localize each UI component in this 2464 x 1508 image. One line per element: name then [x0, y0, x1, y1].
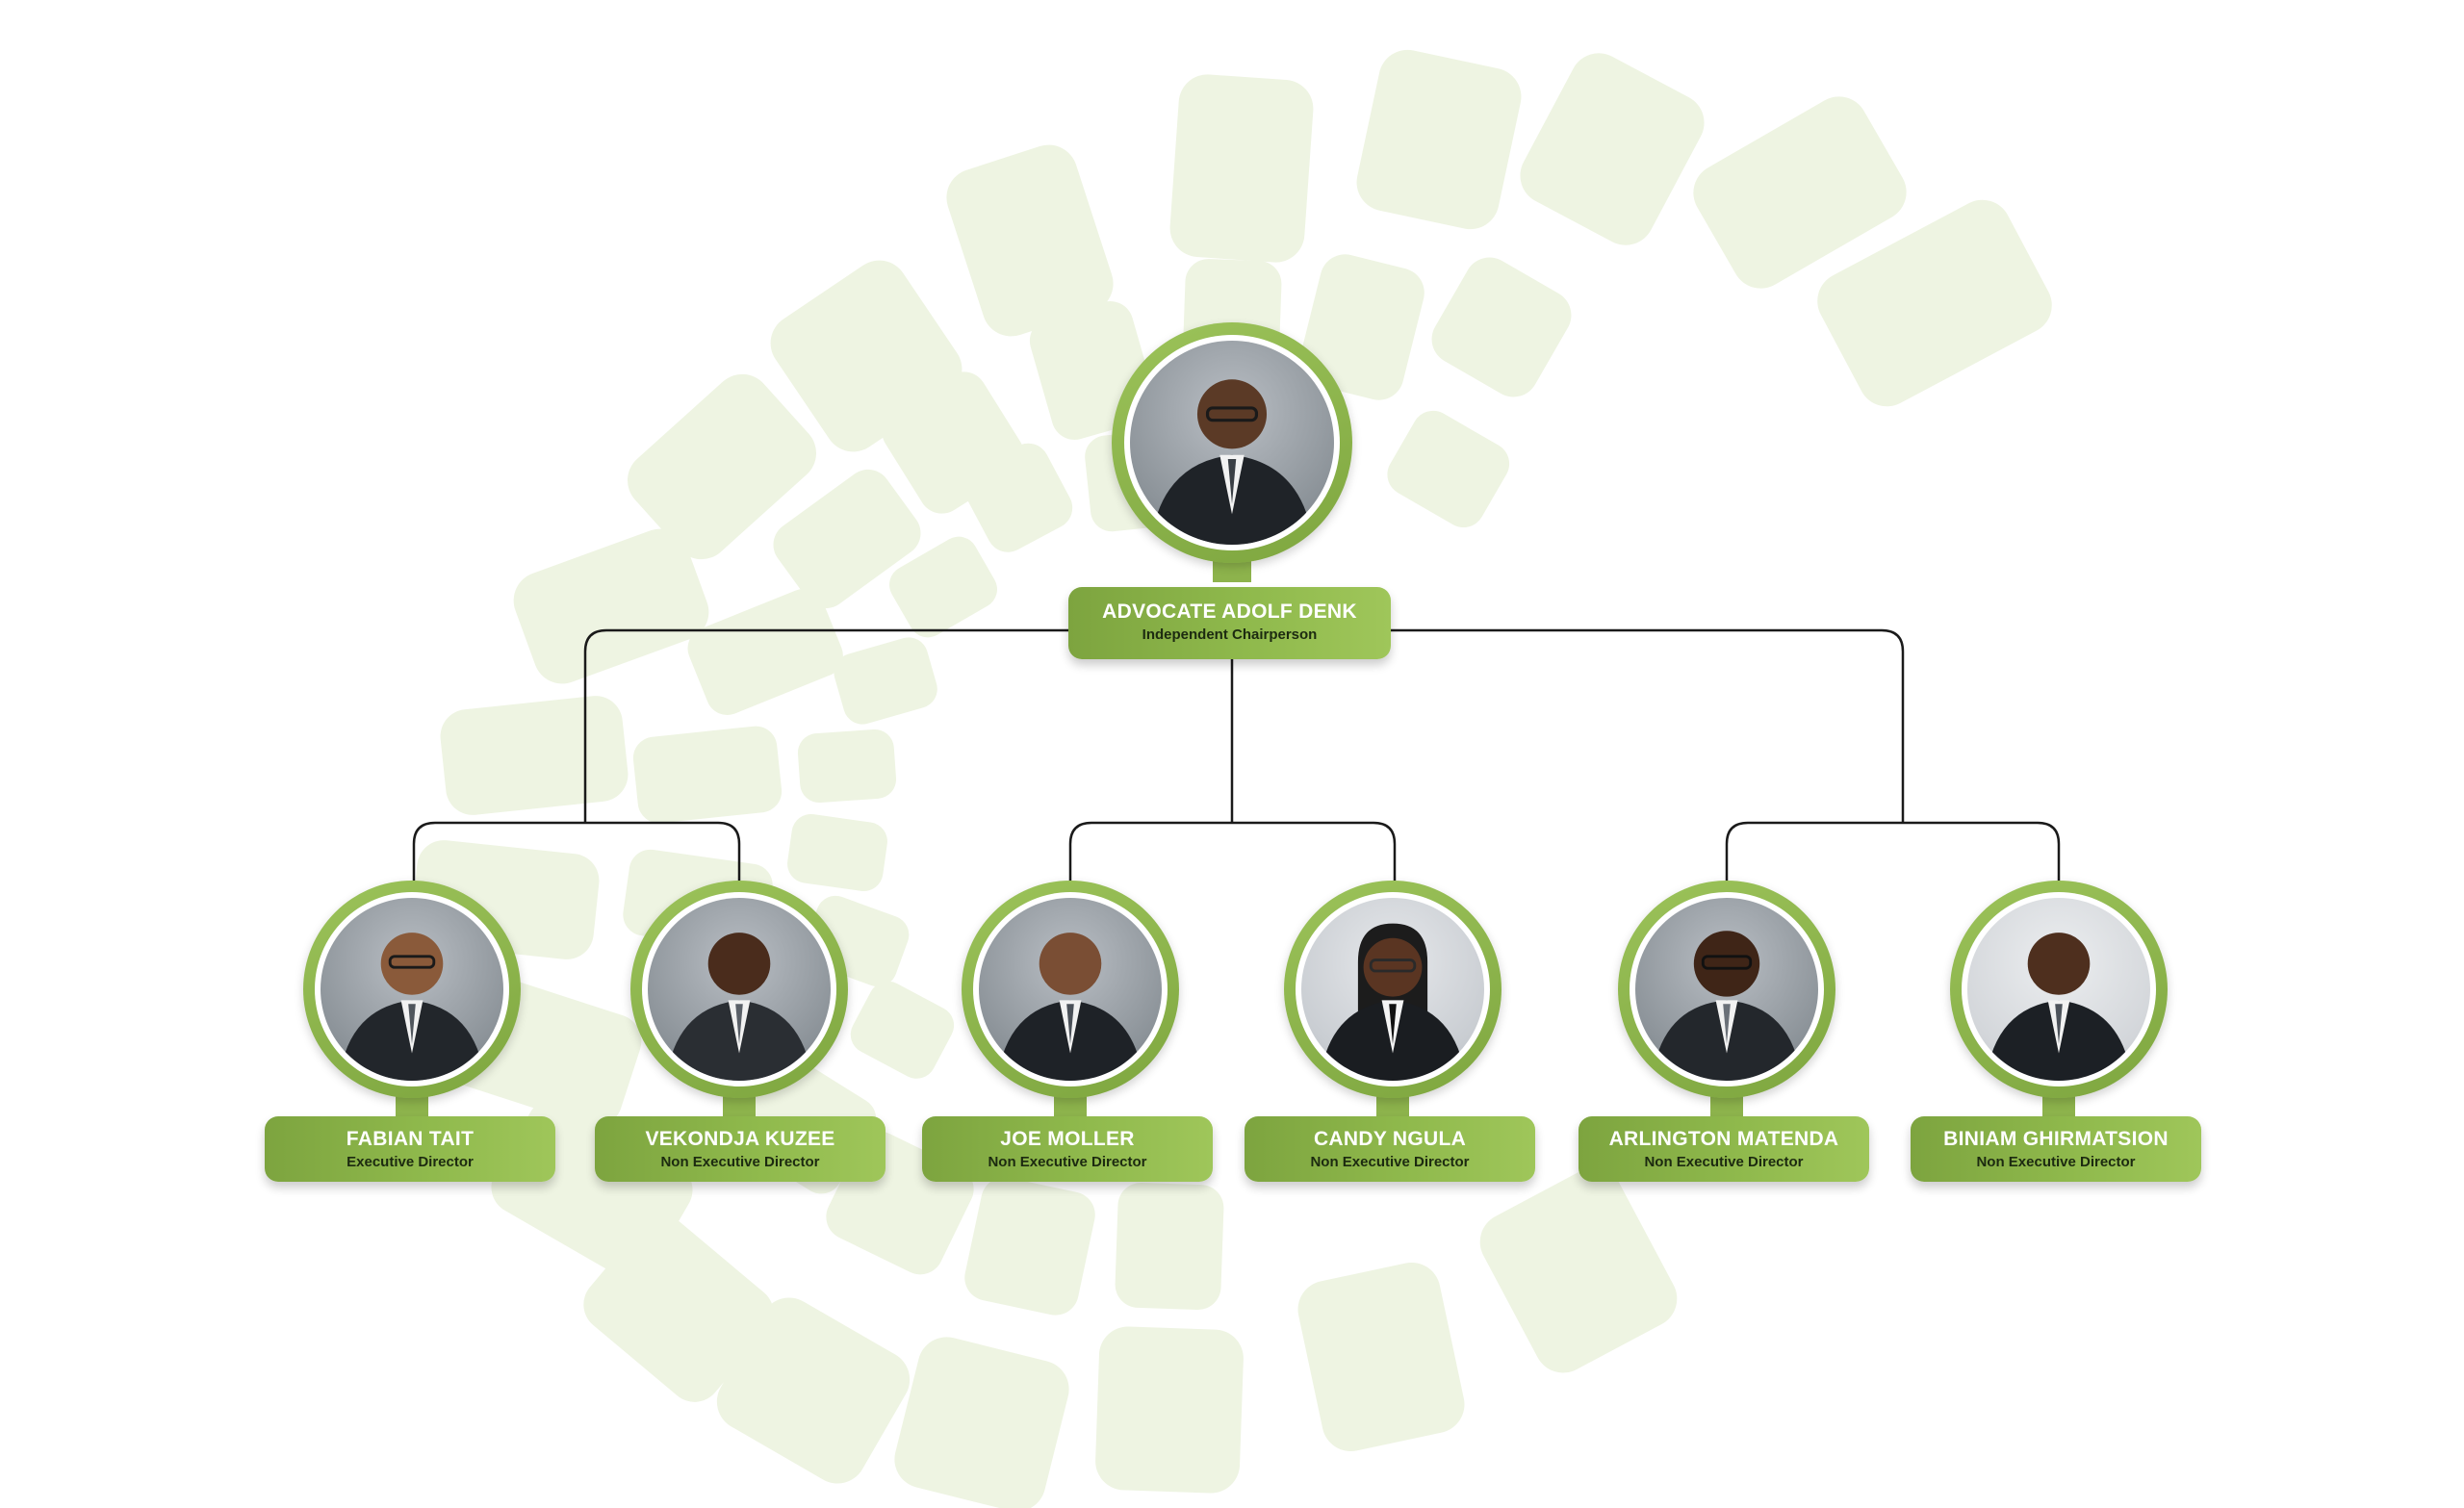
- director-name-plate: FABIAN TAIT Executive Director: [265, 1116, 555, 1182]
- director-role: Executive Director: [346, 1154, 474, 1170]
- portrait-photo: [1967, 898, 2150, 1081]
- director-card-3: JOE MOLLER Non Executive Director: [922, 881, 1216, 1184]
- connector-group-left: [412, 821, 741, 881]
- director-role: Non Executive Director: [988, 1154, 1147, 1170]
- director-card-4: CANDY NGULA Non Executive Director: [1245, 881, 1538, 1184]
- director-name-plate: CANDY NGULA Non Executive Director: [1245, 1116, 1535, 1182]
- director-name: CANDY NGULA: [1313, 1128, 1467, 1150]
- director-name: BINIAM GHIRMATSION: [1943, 1128, 2169, 1150]
- portrait-photo: [321, 898, 503, 1081]
- portrait-photo: [648, 898, 831, 1081]
- director-name: ARLINGTON MATENDA: [1608, 1128, 1839, 1150]
- portrait-photo: [1301, 898, 1484, 1081]
- connector-chair-left: [583, 628, 1078, 823]
- connector-group-center: [1068, 821, 1397, 881]
- chair-name: ADVOCATE ADOLF DENK: [1102, 601, 1357, 623]
- portrait-photo: [1635, 898, 1818, 1081]
- director-role: Non Executive Director: [1310, 1154, 1470, 1170]
- director-name: VEKONDJA KUZEE: [645, 1128, 835, 1150]
- director-name-plate: JOE MOLLER Non Executive Director: [922, 1116, 1213, 1182]
- director-name: FABIAN TAIT: [346, 1128, 475, 1150]
- chair-name-plate: ADVOCATE ADOLF DENK Independent Chairper…: [1068, 587, 1391, 659]
- chairperson-card: ADVOCATE ADOLF DENK Independent Chairper…: [1068, 322, 1396, 659]
- director-name-plate: VEKONDJA KUZEE Non Executive Director: [595, 1116, 886, 1182]
- connector-group-right: [1725, 821, 2061, 881]
- chair-role: Independent Chairperson: [1142, 626, 1318, 643]
- director-card-2: VEKONDJA KUZEE Non Executive Director: [595, 881, 888, 1184]
- director-role: Non Executive Director: [1644, 1154, 1804, 1170]
- director-card-6: BINIAM GHIRMATSION Non Executive Directo…: [1911, 881, 2204, 1184]
- director-card-1: FABIAN TAIT Executive Director: [265, 881, 558, 1184]
- director-name-plate: ARLINGTON MATENDA Non Executive Director: [1578, 1116, 1869, 1182]
- director-name: JOE MOLLER: [1000, 1128, 1135, 1150]
- portrait-photo: [1130, 341, 1334, 545]
- director-card-5: ARLINGTON MATENDA Non Executive Director: [1578, 881, 1872, 1184]
- portrait-photo: [979, 898, 1162, 1081]
- director-role: Non Executive Director: [1976, 1154, 2136, 1170]
- director-name-plate: BINIAM GHIRMATSION Non Executive Directo…: [1911, 1116, 2201, 1182]
- director-role: Non Executive Director: [660, 1154, 820, 1170]
- connector-chair-right: [1391, 628, 1905, 823]
